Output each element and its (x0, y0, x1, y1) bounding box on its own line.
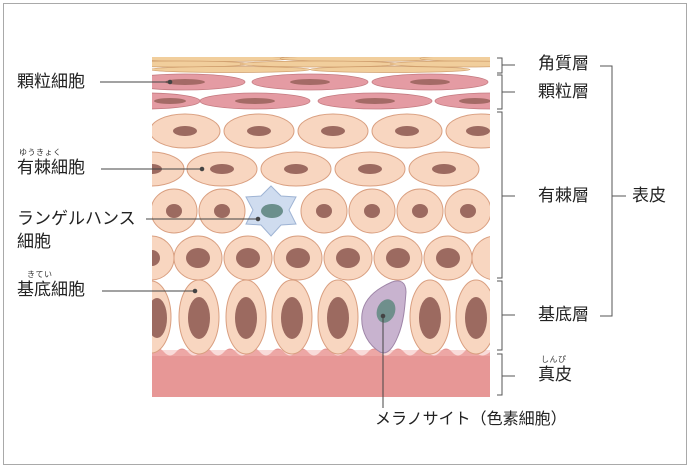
spinous-cells-row-4 (152, 235, 490, 281)
bracket-basale (497, 280, 503, 351)
ruby-dermis: しんぴ (541, 355, 567, 364)
bracket-corneum (497, 57, 503, 74)
spinous-cells-row-1 (152, 113, 490, 149)
spinous-cells-row-3 (152, 188, 490, 234)
basal-cells-row (152, 279, 490, 355)
label-langerhans-line2: 細胞 (17, 232, 51, 252)
label-epidermis: 表皮 (632, 186, 666, 206)
label-dermis: 真皮 (538, 365, 572, 385)
label-stratum-spinosum: 有棘層 (538, 186, 589, 206)
granular-cells-row-2 (152, 92, 490, 110)
bracket-epidermis (600, 65, 613, 317)
bracket-granulosum (497, 74, 503, 110)
label-spinous-cell: 有棘細胞 (17, 158, 85, 178)
ruby-spinous: ゆうきょく (19, 148, 62, 157)
dermis-boundary (152, 350, 490, 356)
label-langerhans-line1: ランゲルハンス (17, 209, 136, 229)
spinous-cells-row-2 (152, 151, 480, 187)
langerhans-cell (245, 185, 297, 237)
label-stratum-basale: 基底層 (538, 305, 589, 325)
dermis-layer (152, 348, 490, 397)
label-stratum-corneum: 角質層 (538, 54, 589, 74)
label-basal-cell: 基底細胞 (17, 280, 85, 300)
bracket-dermis (497, 353, 503, 396)
label-granular-cell: 顆粒細胞 (17, 72, 85, 92)
bracket-spinosum (497, 111, 503, 279)
label-stratum-granulosum: 顆粒層 (538, 82, 589, 102)
granular-cells-row-1 (152, 73, 489, 91)
stratum-corneum-layer (152, 57, 490, 73)
epidermis-cross-section (152, 57, 490, 397)
label-melanocyte: メラノサイト（色素細胞） (375, 409, 567, 428)
ruby-basal: きてい (27, 270, 53, 279)
right-brackets (497, 57, 626, 396)
left-leader-lines (100, 79, 386, 408)
